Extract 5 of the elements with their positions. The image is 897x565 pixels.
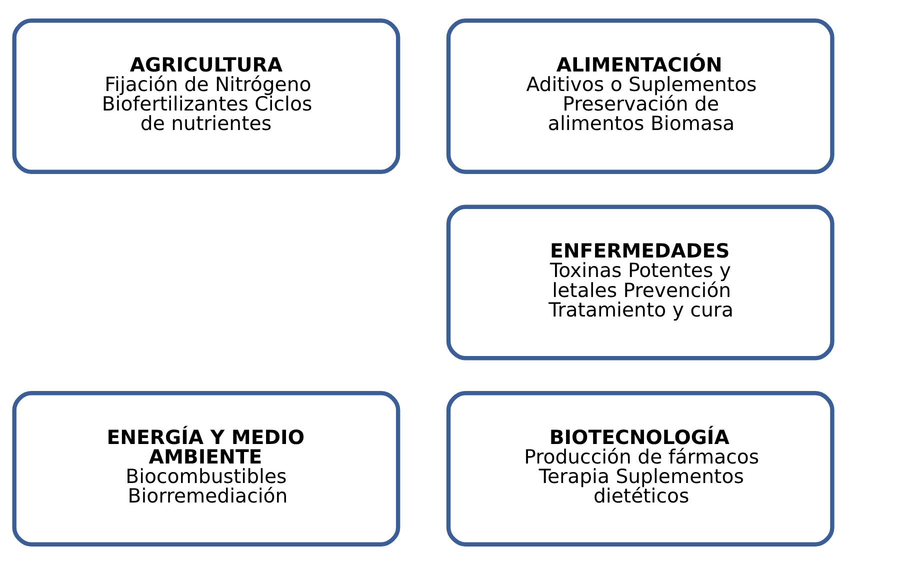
node-box: BIOTECNOLOGÍA Producción de fármacos Terapia Suplementos dietéticos — [446, 391, 834, 546]
node-box: AGRICULTURA Fijación de Nitrógeno Biofertilizantes Ciclos de nutrientes — [12, 18, 400, 174]
node-box: ENFERMEDADES Toxinas Potentes y letales Prevención Tratamiento y cura — [446, 204, 834, 360]
node-box: ALIMENTACIÓN Aditivos o Suplementos Preservación de alimentos Biomasa — [446, 18, 834, 174]
node-box: ENERGÍA Y MEDIO AMBIENTE Biocombustibles Biorremediación — [12, 391, 400, 546]
